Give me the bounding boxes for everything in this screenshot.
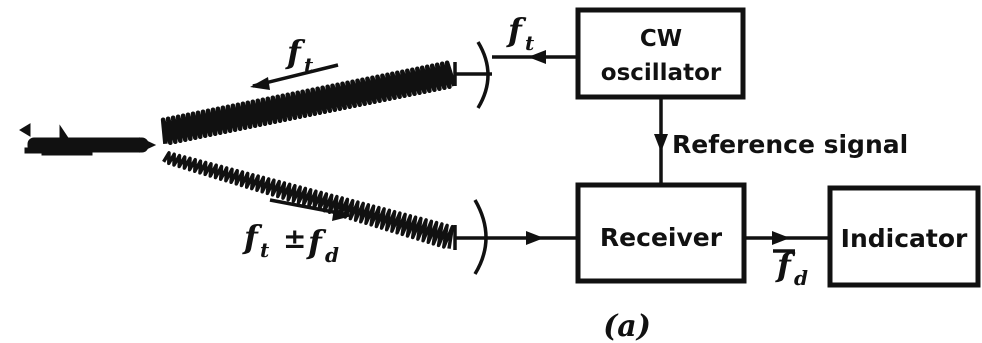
svg-text:f: f xyxy=(285,33,306,71)
doppler-frequency-label: f d xyxy=(773,246,808,290)
indicator-label: Indicator xyxy=(841,224,968,253)
svg-text:t: t xyxy=(304,53,314,77)
oscillator-frequency-label: f t xyxy=(506,11,535,55)
receive-antenna-icon xyxy=(453,199,492,275)
aircraft-icon xyxy=(19,123,157,156)
svg-text:f: f xyxy=(506,11,527,49)
arrow-down-icon xyxy=(654,134,668,152)
receiver-block xyxy=(575,182,747,284)
svg-text:t: t xyxy=(260,238,270,262)
indicator-block xyxy=(827,185,981,288)
cw-oscillator-label-line2: oscillator xyxy=(601,60,722,86)
cw-oscillator-label-line1: CW xyxy=(640,26,682,52)
echo-wave xyxy=(162,151,455,249)
arrow-left-icon xyxy=(528,50,546,64)
receiver-label: Receiver xyxy=(600,223,723,252)
svg-text:±: ± xyxy=(283,222,306,255)
svg-text:t: t xyxy=(525,31,535,55)
svg-text:d: d xyxy=(325,243,339,267)
cw-oscillator-block xyxy=(575,7,746,100)
transmitted-wave xyxy=(160,60,457,146)
transmit-frequency-label: f t xyxy=(250,33,339,90)
figure-caption: (a) xyxy=(603,309,651,343)
svg-text:f: f xyxy=(775,246,796,284)
echo-frequency-label: f t ± f d xyxy=(242,198,352,267)
svg-text:f: f xyxy=(306,223,327,261)
svg-text:f: f xyxy=(242,218,263,256)
arrow-right-icon xyxy=(772,231,790,245)
transmit-antenna-icon xyxy=(453,41,492,109)
arrow-right-icon xyxy=(526,231,544,245)
reference-signal-label: Reference signal xyxy=(672,130,908,159)
svg-text:d: d xyxy=(794,266,808,290)
